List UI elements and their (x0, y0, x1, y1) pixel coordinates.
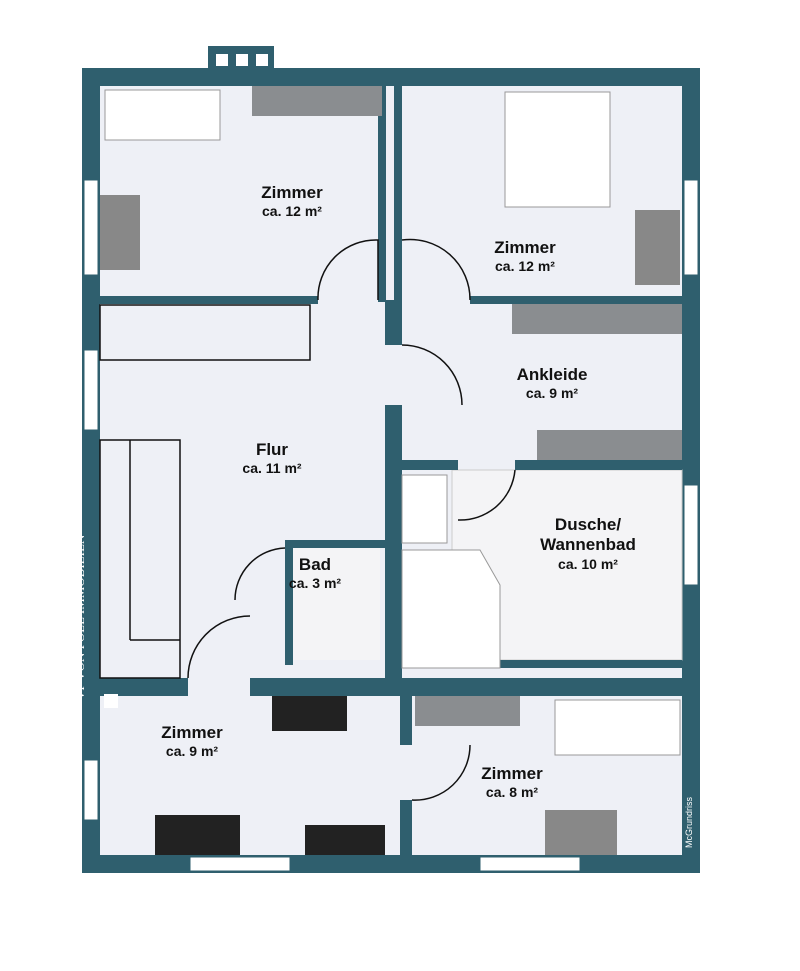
doors (187, 238, 516, 801)
staircase (99, 304, 311, 679)
inner-walls (100, 86, 682, 855)
bad-tiles (292, 548, 380, 660)
furniture (100, 86, 682, 855)
windows (83, 179, 699, 872)
credit-text: McGrundriss (684, 796, 694, 848)
von-poll-logo: VP VON POLL IMMOBILIEN (72, 534, 87, 700)
